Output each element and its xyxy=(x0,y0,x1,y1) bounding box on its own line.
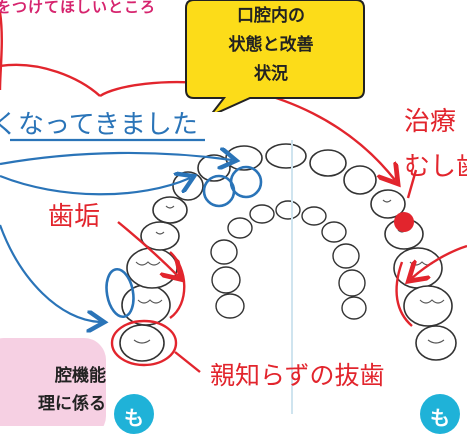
cavity-label: むし歯 xyxy=(404,152,467,182)
callout-line-3: 状況 xyxy=(254,64,288,84)
tooth-right-1st-premolar xyxy=(370,189,406,219)
tooth-right-central-incisor xyxy=(265,143,307,169)
tooth-left-2nd-molar xyxy=(121,284,171,326)
dental-diagram xyxy=(0,11,467,373)
cavity-marker xyxy=(394,212,414,232)
tooth-left-1st-premolar xyxy=(152,196,188,224)
badge-left: も xyxy=(114,394,154,434)
blue-circles xyxy=(105,165,263,319)
tooth-left-2nd-premolar xyxy=(140,221,180,251)
oral-function-text: 腔機能 理に係る xyxy=(0,362,106,418)
top-caption: をつけてほしいところ xyxy=(0,0,157,16)
oral-function-line-1: 腔機能 xyxy=(55,366,106,386)
pink-info-box xyxy=(0,338,106,426)
center-divider xyxy=(291,140,293,414)
callout-text: 口腔内の 状態と改善 状況 xyxy=(196,2,346,89)
oral-function-line-2: 理に係る xyxy=(38,394,106,414)
callout-line-1: 口腔内の xyxy=(237,6,305,26)
improvement-note: くなってきました xyxy=(0,110,198,140)
tooth-right-canine xyxy=(343,165,377,195)
blue-arrows xyxy=(0,138,232,322)
badge-right: も xyxy=(420,394,460,434)
tooth-left-canine xyxy=(172,171,204,201)
wisdom-tooth-extraction-label: 親知らずの抜歯 xyxy=(210,361,385,390)
tartar-label: 歯垢 xyxy=(48,202,101,232)
tooth-right-lateral-incisor xyxy=(309,149,347,177)
tooth-right-2nd-molar xyxy=(403,285,453,327)
callout-bubble xyxy=(185,0,365,112)
treatment-label: 治療 xyxy=(404,107,457,137)
callout-line-2: 状態と改善 xyxy=(228,35,314,55)
inner-arch xyxy=(210,200,367,320)
